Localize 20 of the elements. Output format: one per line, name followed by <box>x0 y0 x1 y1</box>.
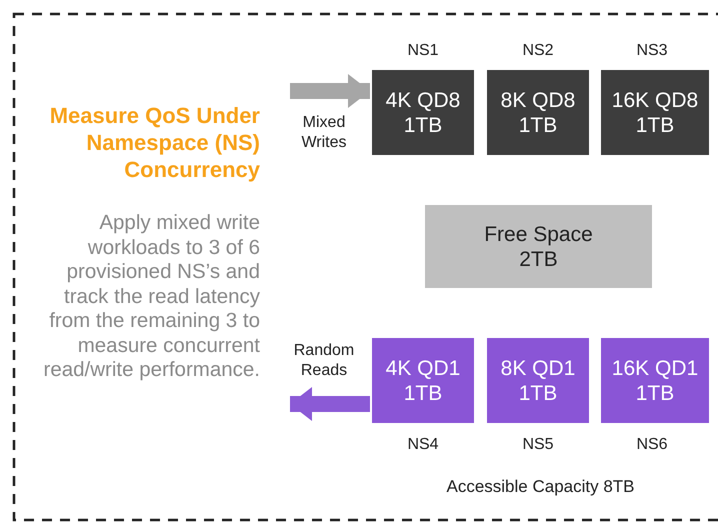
namespace-label: NS6 <box>635 436 669 454</box>
namespace-block: 16K QD8 1TB <box>601 70 709 155</box>
edge-label: Random Reads <box>292 341 356 381</box>
edge-label: Mixed Writes <box>300 113 348 153</box>
block-arrow <box>290 74 370 108</box>
namespace-label: NS5 <box>521 436 555 454</box>
free-space-block: Free Space 2TB <box>425 205 652 288</box>
namespace-block: 16K QD1 1TB <box>601 338 709 423</box>
namespace-label: NS2 <box>521 42 555 60</box>
capacity-caption: Accessible Capacity 8TB <box>445 477 636 497</box>
namespace-block: 4K QD1 1TB <box>372 338 474 423</box>
block-arrow <box>290 387 370 421</box>
namespace-block: 4K QD8 1TB <box>372 70 474 155</box>
namespace-block: 8K QD8 1TB <box>487 70 589 155</box>
namespace-label: NS4 <box>406 436 440 454</box>
description-text: Apply mixed write workloads to 3 of 6 provisioned NS’s and track the read latency from the remaining 3 to measure concurrent read/write performance. <box>42 211 260 382</box>
heading: Measure QoS Under Namespace (NS) Concurrency <box>48 102 260 183</box>
namespace-block: 8K QD1 1TB <box>487 338 589 423</box>
namespace-label: NS3 <box>635 42 669 60</box>
namespace-label: NS1 <box>406 42 440 60</box>
